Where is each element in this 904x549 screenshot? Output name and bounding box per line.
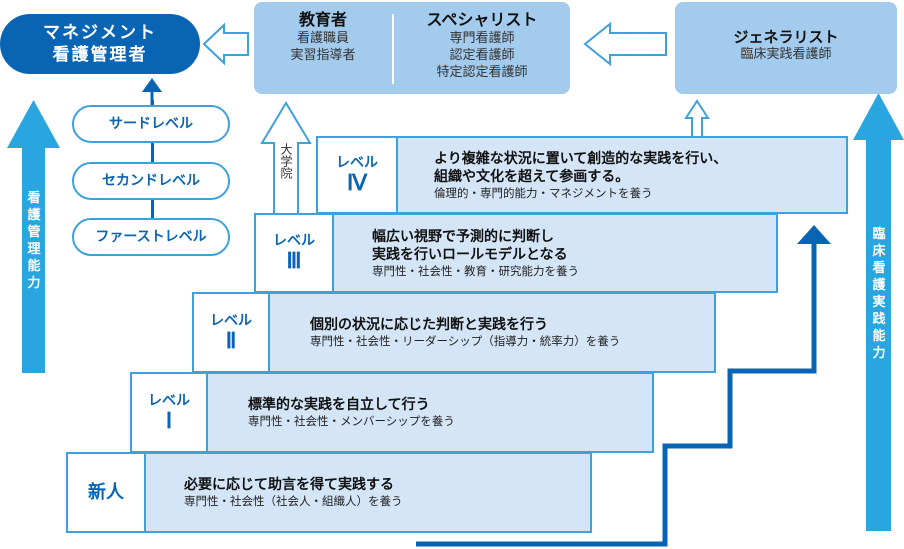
generalist-box: ジェネラリスト 臨床実践看護師: [675, 2, 897, 94]
management-ability-label: 看 護 管 理 能 力: [24, 190, 44, 292]
management-level-third: サードレベル: [72, 105, 230, 143]
generalist-title: ジェネラリスト: [733, 28, 839, 46]
clinical-ability-label: 臨 床 看 護 実 践 能 力: [869, 226, 889, 362]
axis-char: 護: [872, 278, 886, 293]
step-main-text: 個別の状況に応じた判断と実践を行う: [310, 317, 548, 333]
graduate-school-text: 大学院: [279, 143, 293, 179]
educator-line: 実習指導者: [290, 48, 356, 63]
management-line1: マネジメント: [43, 23, 157, 43]
educator-column: 教育者 看護職員 実習指導者: [254, 10, 392, 64]
step-sub-text: 専門性・社会性（社会人・組織人）を養う: [184, 494, 403, 508]
step-sub-text: 倫理的・専門的能力・マネジメントを養う: [434, 185, 653, 200]
step-main-text: 幅広い視野で予測的に判断し: [372, 228, 554, 245]
step-label-numeral: Ⅲ: [286, 248, 302, 273]
management-nurse-box: マネジメント 看護管理者: [0, 14, 200, 74]
step-label: 新人: [68, 454, 146, 531]
step-level-1: レベル Ⅰ 標準的な実践を自立して行う 専門性・社会性・メンバーシップを養う: [130, 372, 654, 453]
axis-char: 能: [872, 329, 886, 344]
step-main-text: より複雑な状況に置いて創造的な実践を行い、: [434, 150, 728, 167]
step-level-3: レベル Ⅲ 幅広い視野で予測的に判断し 実践を行いロールモデルとなる 専門性・社…: [254, 213, 778, 293]
specialist-column: スペシャリスト 専門看護師 認定看護師 特定認定看護師: [394, 10, 570, 81]
arrow-specialist-to-management: [202, 22, 249, 66]
management-line2: 看護管理者: [52, 45, 148, 65]
educator-specialist-box: 教育者 看護職員 実習指導者 スペシャリスト 専門看護師 認定看護師 特定認定看…: [254, 2, 570, 94]
axis-char: 看: [27, 191, 41, 206]
step-description: 個別の状況に応じた判断と実践を行う 専門性・社会性・リーダーシップ（指導力・統率…: [310, 294, 620, 371]
specialist-title: スペシャリスト: [426, 10, 538, 29]
axis-char: 実: [872, 295, 886, 310]
axis-char: 能: [27, 259, 41, 274]
step-main-text: 標準的な実践を自立して行う: [248, 397, 430, 413]
clinical-ability-arrow: [853, 93, 904, 531]
step-main-text: 必要に応じて助言を得て実践する: [184, 477, 394, 493]
step-label-prefix: レベル: [273, 233, 315, 249]
axis-char: 力: [27, 276, 41, 291]
step-sub-text: 専門性・社会性・メンバーシップを養う: [248, 414, 455, 428]
step-description: 必要に応じて助言を得て実践する 専門性・社会性（社会人・組織人）を養う: [184, 454, 403, 531]
step-level-4: レベル Ⅳ より複雑な状況に置いて創造的な実践を行い、 組織や文化を超えて参画す…: [316, 136, 848, 214]
axis-char: 管: [27, 225, 41, 240]
step-level-2: レベル Ⅱ 個別の状況に応じた判断と実践を行う 専門性・社会性・リーダーシップ（…: [192, 292, 716, 373]
step-description: 幅広い視野で予測的に判断し 実践を行いロールモデルとなる 専門性・社会性・教育・…: [372, 215, 579, 291]
step-label-prefix: レベル: [210, 312, 252, 329]
axis-char: 護: [27, 208, 41, 223]
step-label-numeral: 新人: [88, 481, 124, 503]
step-label: レベル Ⅲ: [256, 215, 334, 291]
generalist-subtitle: 臨床実践看護師: [740, 47, 832, 62]
step-main-text: 実践を行いロールモデルとなる: [372, 246, 568, 263]
arrow-up-to-generalist: [684, 99, 710, 139]
arrow-up-to-management: [142, 78, 162, 92]
management-ability-arrow: [7, 100, 60, 373]
axis-char: 理: [27, 242, 41, 257]
axis-char: 践: [872, 312, 886, 327]
step-label-numeral: Ⅰ: [165, 407, 173, 433]
step-label-prefix: レベル: [336, 155, 378, 171]
step-label-prefix: レベル: [148, 392, 190, 409]
step-sub-text: 専門性・社会性・リーダーシップ（指導力・統率力）を養う: [310, 334, 621, 348]
axis-char: 力: [872, 346, 886, 361]
axis-char: 床: [872, 244, 886, 259]
axis-char: 臨: [872, 227, 886, 242]
step-main-text: 組織や文化を超えて参画する。: [434, 168, 630, 185]
step-description: より複雑な状況に置いて創造的な実践を行い、 組織や文化を超えて参画する。 倫理的…: [434, 138, 727, 212]
educator-line: 看護職員: [296, 31, 349, 46]
step-newcomer: 新人 必要に応じて助言を得て実践する 専門性・社会性（社会人・組織人）を養う: [66, 452, 592, 533]
staircase-progress-line: [416, 240, 817, 547]
step-label: レベル Ⅰ: [132, 374, 208, 451]
step-label-numeral: Ⅱ: [225, 327, 237, 353]
management-level-first: ファーストレベル: [72, 218, 230, 256]
specialist-line: 認定看護師: [449, 48, 515, 63]
step-label-numeral: Ⅳ: [346, 170, 368, 195]
axis-char: 看: [872, 261, 886, 276]
graduate-school-arrow: [260, 101, 312, 216]
arrow-generalist-to-specialist: [583, 21, 667, 67]
educator-title: 教育者: [298, 10, 347, 29]
step-sub-text: 専門性・社会性・教育・研究能力を養う: [372, 263, 579, 278]
specialist-line: 特定認定看護師: [436, 65, 528, 80]
staircase-arrow-head: [797, 225, 831, 244]
step-description: 標準的な実践を自立して行う 専門性・社会性・メンバーシップを養う: [248, 374, 455, 451]
step-label: レベル Ⅱ: [194, 294, 270, 371]
column-divider: [392, 14, 394, 84]
step-label: レベル Ⅳ: [318, 138, 398, 212]
graduate-school-label: 大学院: [277, 143, 295, 183]
specialist-line: 専門看護師: [449, 31, 515, 46]
management-level-second: セカンドレベル: [72, 162, 230, 200]
